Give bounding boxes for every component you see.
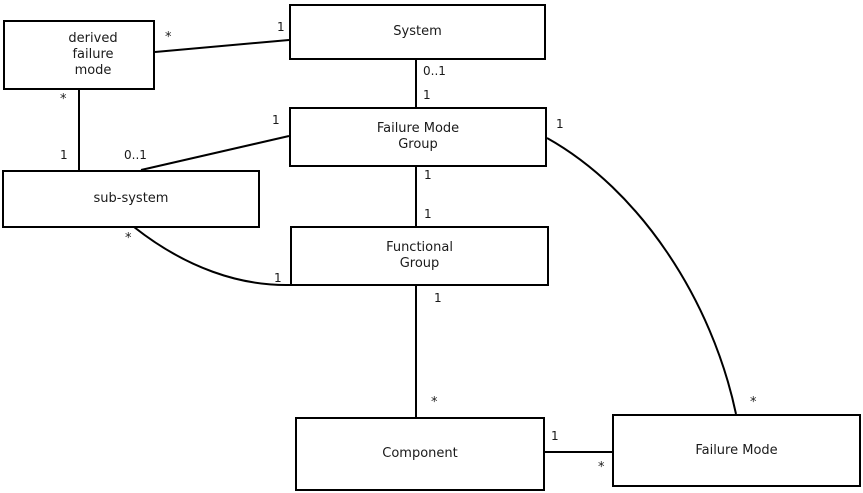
multiplicity-system-failure-mode-group-top: 0..1: [423, 64, 446, 78]
multiplicity-component-failure-mode-target: *: [598, 460, 605, 475]
edge-failure-mode-group-failure-mode: [546, 137, 737, 415]
node-failure-mode-label: Failure Mode: [695, 442, 778, 458]
node-derived-failure-mode[interactable]: derived failure mode: [3, 20, 155, 90]
node-failure-mode-group[interactable]: Failure Mode Group: [289, 107, 547, 167]
multiplicity-component-failure-mode-source: 1: [551, 429, 559, 443]
multiplicity-sub-system-functional-group-source: *: [125, 231, 132, 246]
multiplicity-functional-group-component-bottom: *: [431, 395, 438, 410]
node-system-label: System: [393, 24, 442, 39]
multiplicity-failure-mode-group-failure-mode-target: *: [750, 395, 757, 410]
edge-derived-failure-mode-system: [154, 39, 290, 53]
node-functional-group[interactable]: Functional Group: [290, 226, 549, 286]
multiplicity-functional-group-component-top: 1: [434, 291, 442, 305]
multiplicity-derived-failure-mode-system-target: 1: [277, 20, 285, 34]
node-component-label: Component: [382, 446, 458, 461]
node-functional-group-label: Functional Group: [386, 240, 453, 271]
multiplicity-sub-system-failure-mode-group-source: 0..1: [124, 148, 147, 162]
multiplicity-derived-failure-mode-sub-system-top: *: [60, 92, 67, 107]
node-failure-mode-group-label: Failure Mode Group: [376, 121, 460, 152]
node-sub-system[interactable]: sub-system: [2, 170, 260, 228]
multiplicity-failure-mode-group-functional-group-bottom: 1: [424, 207, 432, 221]
node-system[interactable]: System: [289, 4, 546, 60]
multiplicity-failure-mode-group-functional-group-top: 1: [424, 168, 432, 182]
edge-sub-system-functional-group: [133, 226, 291, 287]
node-sub-system-label: sub-system: [93, 191, 169, 206]
multiplicity-derived-failure-mode-sub-system-bottom: 1: [60, 148, 68, 162]
node-failure-mode[interactable]: Failure Mode: [612, 414, 861, 487]
node-derived-failure-mode-label: derived failure mode: [68, 31, 118, 78]
multiplicity-system-failure-mode-group-bottom: 1: [423, 88, 431, 102]
multiplicity-sub-system-functional-group-target: 1: [274, 271, 282, 285]
node-component[interactable]: Component: [295, 417, 545, 491]
multiplicity-failure-mode-group-failure-mode-source: 1: [556, 117, 564, 131]
multiplicity-derived-failure-mode-system-source: *: [165, 30, 172, 45]
edge-sub-system-failure-mode-group: [140, 135, 290, 171]
multiplicity-sub-system-failure-mode-group-target: 1: [272, 113, 280, 127]
